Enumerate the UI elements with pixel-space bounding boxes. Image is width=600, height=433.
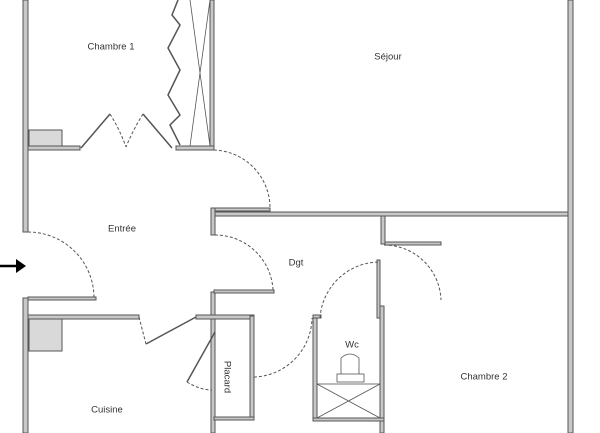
wall-placard-bottom: [213, 416, 255, 421]
arrow-right-icon: [0, 259, 26, 273]
closet-bifold: [167, 0, 181, 146]
wall-wc-stub: [312, 314, 322, 319]
wall-cuisine-top-right: [195, 314, 255, 320]
room-label-cuisine: Cuisine: [91, 404, 123, 416]
box-cuisine: [28, 318, 63, 352]
room-label-placard: Placard: [221, 360, 233, 394]
wall-left-upper: [22, 0, 29, 233]
door-arc-placard2: [186, 381, 213, 391]
shower-tray: [316, 383, 381, 419]
wall-placard-right: [249, 315, 255, 420]
wall-dgt-left-lower: [210, 291, 216, 433]
wall-sejour-bottom: [213, 211, 569, 217]
box-chambre1: [28, 129, 63, 147]
wall-cuisine-top-left: [27, 314, 140, 320]
door-arc-chambre2: [383, 244, 442, 301]
door-leaf-placard: [186, 331, 216, 383]
wall-wc-bottom: [312, 417, 385, 422]
wall-dgt-left-upper: [210, 207, 216, 236]
room-label-sejour: Séjour: [374, 51, 402, 63]
closet-leaf-2: [142, 113, 173, 149]
toilet-tank: [336, 373, 365, 383]
door-arc-placard: [253, 317, 313, 378]
room-label-dgt: Dgt: [288, 257, 304, 269]
wall-chambre2-stub: [384, 241, 442, 246]
wall-chambre1-bottom-left: [27, 145, 81, 151]
door-leaf-cuisine: [145, 316, 197, 345]
wall-left-lower: [22, 297, 29, 433]
closet-arc-1: [109, 113, 127, 148]
toilet-bowl: [340, 353, 360, 374]
closet-cross: [189, 0, 211, 147]
wall-entrance-stub: [27, 296, 97, 301]
door-arc-dgt: [214, 234, 274, 291]
room-label-wc: Wc: [345, 339, 359, 351]
wall-sejour-stub: [211, 207, 271, 212]
door-arc-cuisine: [138, 316, 147, 345]
wall-dgt-right: [376, 259, 381, 319]
wall-chambre1-right: [209, 0, 215, 151]
room-label-chambre1: Chambre 1: [87, 41, 135, 53]
room-label-entree: Entrée: [108, 223, 136, 235]
wall-wc-right: [379, 305, 385, 433]
wall-wc-left: [312, 315, 318, 421]
wall-chambre2-left-upper: [380, 215, 386, 245]
wall-chambre1-bottom-right: [175, 145, 215, 151]
closet-leaf-1: [80, 113, 111, 149]
door-arc-entrance: [27, 231, 95, 299]
wall-dgt-stub: [213, 289, 275, 294]
shower-cross: [316, 383, 381, 419]
door-arc-wc: [319, 261, 379, 319]
closet-arc-2: [125, 113, 144, 148]
door-arc-sejour: [213, 149, 271, 209]
wall-right: [567, 0, 574, 433]
room-label-chambre2: Chambre 2: [460, 371, 508, 383]
